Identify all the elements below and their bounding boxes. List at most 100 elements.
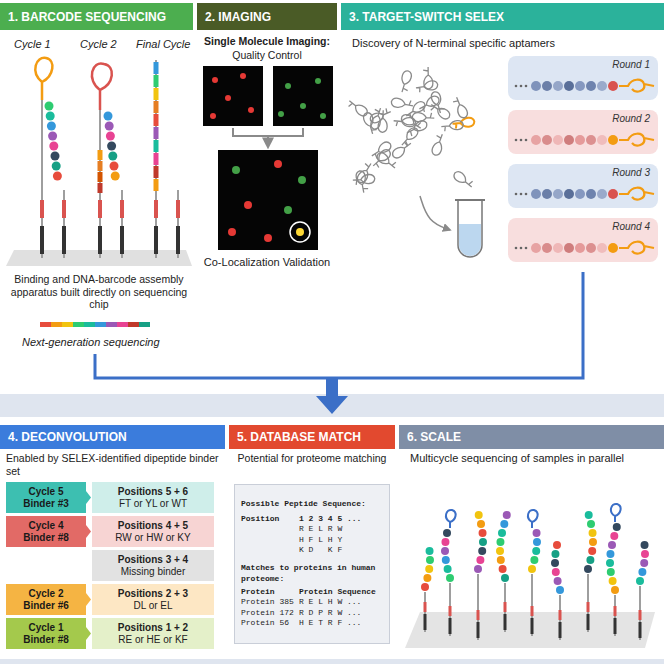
- amino-acid-bead: [105, 122, 114, 131]
- panel-header: 3. TARGET-SWITCH SELEX: [341, 3, 664, 30]
- binder-tab: [86, 525, 91, 538]
- primer-segment: [424, 602, 427, 612]
- primer-segment: [176, 200, 180, 218]
- aptamer-path: [370, 148, 393, 170]
- aptamer-glyph: [393, 116, 416, 127]
- amino-acid-bead: [441, 538, 449, 546]
- anchor-segment: [120, 226, 124, 254]
- anchor-segment: [424, 614, 427, 630]
- merge-arrow: [233, 128, 303, 136]
- round-label: Round 3: [612, 167, 650, 178]
- amino-acid-bead: [597, 189, 607, 199]
- aptamer-path: [391, 97, 414, 111]
- amino-acid-bead: [575, 135, 585, 145]
- fluorescent-spot: [278, 111, 284, 117]
- header-text: 6. SCALE: [407, 430, 461, 444]
- amino-acid-bead: [564, 189, 574, 199]
- sequence-text: Matches to proteins in human proteome:: [241, 563, 383, 584]
- amino-acid-bead: [477, 520, 485, 528]
- amino-acid-bead: [553, 135, 563, 145]
- sequence-text: Position: [241, 514, 299, 524]
- amino-acid-bead: [564, 81, 574, 91]
- amino-acid-bead: [552, 568, 560, 576]
- dna-strand: [477, 574, 479, 640]
- microscope-image: [203, 66, 263, 126]
- box-text: RW or HW or KY: [115, 532, 190, 544]
- primer-segment: [40, 200, 44, 218]
- header-text: 3. TARGET-SWITCH SELEX: [349, 10, 504, 24]
- amino-acid-bead: [51, 152, 60, 161]
- section-band: [0, 394, 664, 664]
- fluorescent-spot: [274, 160, 282, 168]
- amino-acid-bead: [608, 189, 618, 199]
- barcode-read: [117, 322, 128, 327]
- round-label: Round 4: [612, 221, 650, 232]
- barcode-read: [106, 322, 117, 327]
- amino-acid-bead: [530, 556, 538, 564]
- amino-acid-bead: [533, 529, 541, 537]
- ellipsis-dot: [525, 193, 528, 196]
- amino-acid-bead: [608, 135, 618, 145]
- amino-acid-bead: [479, 529, 487, 537]
- aptamer-path: [452, 95, 469, 119]
- primer-segment: [531, 606, 534, 616]
- sequence-text: Protein 385: [241, 597, 299, 607]
- amino-acid-bead: [107, 142, 116, 151]
- amino-acid-bead: [638, 568, 646, 576]
- amino-acid-bead: [106, 132, 115, 141]
- barcode-read: [95, 322, 106, 327]
- box-title: Cycle 2 Binder #6: [16, 588, 76, 611]
- amino-acid-bead: [500, 520, 508, 528]
- box-title: Cycle 4 Binder #8: [16, 520, 76, 543]
- aptamer: [611, 504, 621, 522]
- panel-ground: [0, 417, 664, 659]
- header-text: 2. IMAGING: [205, 10, 271, 24]
- amino-acid-bead: [542, 189, 552, 199]
- box-text: FT or YL or WT: [119, 498, 187, 510]
- barcode-segment: [154, 88, 159, 100]
- binder-box: Cycle 2 Binder #6: [6, 584, 86, 615]
- amino-acid-bead: [110, 162, 119, 171]
- aptamer-glyph: [441, 120, 464, 131]
- amino-acid-bead: [586, 556, 594, 564]
- box-text: DL or EL: [133, 600, 172, 612]
- amino-acid-bead: [474, 565, 482, 573]
- tube-rim: [455, 199, 485, 201]
- sequence-text: Protein 172: [241, 608, 299, 618]
- ellipsis-dot: [525, 247, 528, 250]
- barcode-read: [128, 322, 139, 327]
- barcode-read: [84, 322, 95, 327]
- aptamer: [619, 134, 654, 146]
- aptamer: [528, 510, 538, 528]
- label-text: Potential for proteome matching: [231, 452, 393, 465]
- label-text: Quality Control: [197, 49, 337, 62]
- dna-strand: [63, 190, 65, 258]
- amino-acid-bead: [636, 577, 644, 585]
- amino-acid-bead: [53, 172, 62, 181]
- dna-strand: [639, 586, 641, 640]
- amino-acid-bead: [607, 568, 615, 576]
- aptamer-path: [400, 112, 424, 132]
- dna-strand: [41, 100, 43, 258]
- barcode-segment: [154, 62, 159, 74]
- amino-acid-bead: [553, 541, 561, 549]
- round-box: Round 1: [508, 56, 658, 100]
- sequence-text: R E L H W ...: [299, 597, 383, 607]
- fluorescent-spot: [320, 113, 326, 119]
- anchor-segment: [40, 226, 44, 254]
- label-text: Co-Localization Validation: [197, 256, 337, 269]
- aptamer-glyph: [404, 100, 427, 120]
- fluorescent-spot: [212, 77, 218, 83]
- primer-segment: [639, 610, 642, 620]
- amino-acid-bead: [575, 81, 585, 91]
- box-title: Positions 1 + 2: [118, 622, 188, 634]
- position-box: Positions 3 + 4Missing binder: [92, 550, 214, 581]
- amino-acid-bead: [47, 122, 56, 131]
- amino-acid-bead: [586, 189, 596, 199]
- fluorescent-spot: [298, 176, 306, 184]
- primer-segment: [587, 602, 590, 612]
- primer-segment: [98, 200, 102, 218]
- amino-acid-bead: [476, 556, 484, 564]
- fluorescent-spot: [315, 78, 321, 84]
- amino-acid-bead: [532, 547, 540, 555]
